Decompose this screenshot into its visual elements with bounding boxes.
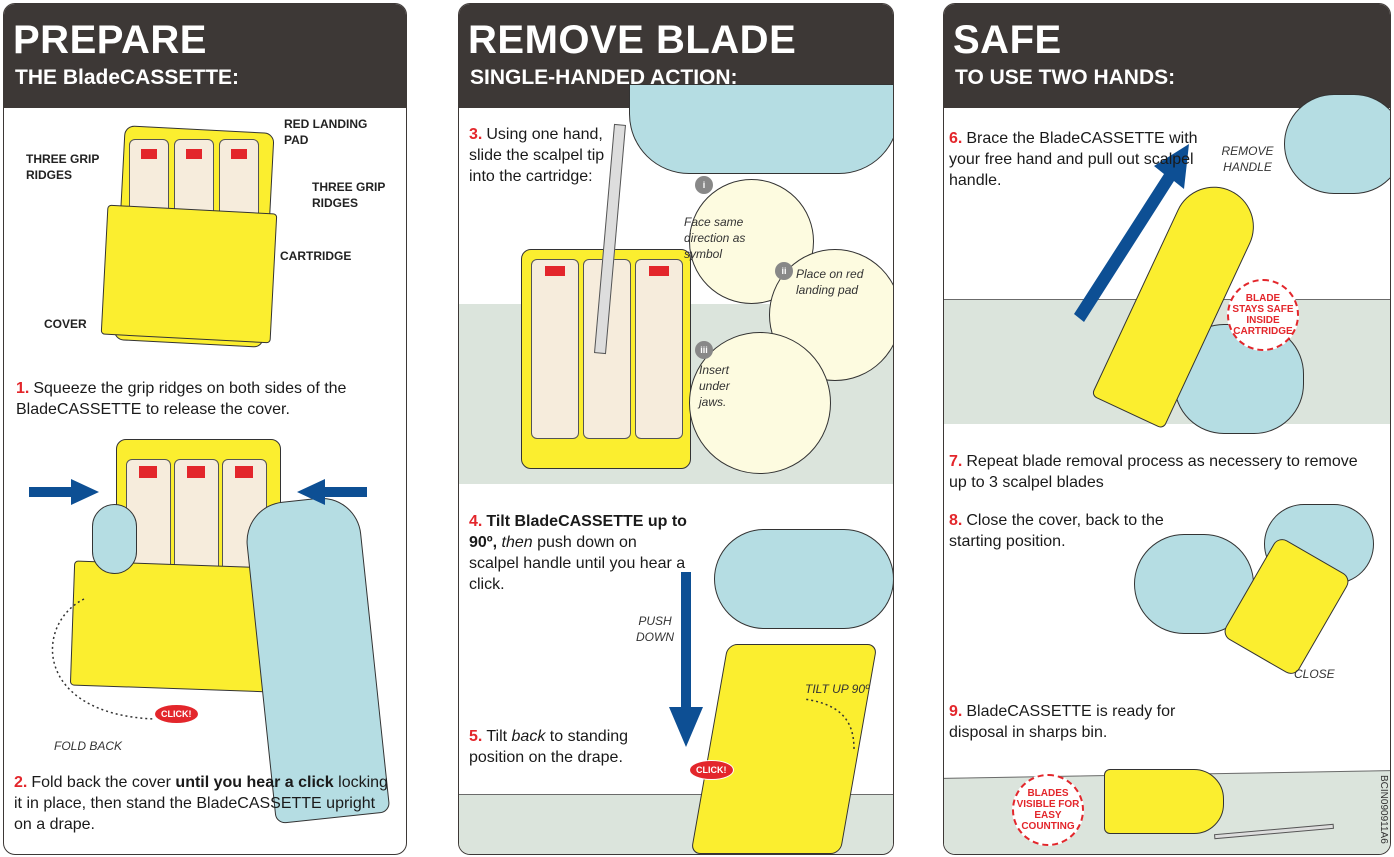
step-number: 8. — [949, 512, 963, 529]
step-number: 7. — [949, 453, 963, 470]
click-badge: CLICK! — [154, 704, 199, 724]
panel-subtitle: THE BladeCASSETTE: — [15, 66, 240, 89]
label-push-down: PUSH DOWN — [636, 614, 674, 644]
panel-title: PREPARE — [13, 18, 207, 62]
step-text: BladeCASSETTE is ready for disposal in s… — [949, 703, 1176, 741]
step-text: Squeeze the grip ridges on both sides of… — [16, 380, 347, 418]
label-fold-back: FOLD BACK — [54, 739, 123, 753]
panel-subtitle: TO USE TWO HANDS: — [955, 66, 1176, 89]
label-cartridge: CARTRIDGE — [280, 249, 352, 263]
step-1: 1.Squeeze the grip ridges on both sides … — [16, 378, 386, 420]
arrow-down-icon — [669, 572, 703, 752]
step-number: 6. — [949, 130, 963, 147]
label-grip-left: THREE GRIP RIDGES — [26, 152, 100, 182]
step-5: 5.Tilt back to standing position on the … — [469, 726, 669, 768]
step-2: 2.Fold back the cover until you hear a c… — [14, 772, 394, 835]
arrow-right-icon — [29, 479, 99, 505]
callout-text: Place on red landing pad — [796, 267, 864, 297]
panel-remove-blade: REMOVE BLADE SINGLE-HANDED ACTION: 3.Usi… — [458, 3, 894, 855]
step-number: 4. — [469, 513, 483, 530]
document-code: BCIN090911A6 — [1378, 775, 1389, 844]
step-number: 9. — [949, 703, 963, 720]
label-cover: COVER — [44, 317, 87, 331]
arrow-left-icon — [297, 479, 367, 505]
panel-prepare: PREPARE THE BladeCASSETTE: THREE GRIP RI… — [3, 3, 407, 855]
disposal-cassette — [1104, 769, 1224, 834]
callout-text: Face same direction as symbol — [684, 215, 746, 261]
arrow-up-icon — [1074, 144, 1194, 329]
step-text: locking it in place, then stand the Blad… — [14, 774, 388, 833]
label-red-pad: RED LANDING PAD — [284, 117, 368, 147]
step-6: 6.Brace the BladeCASSETTE with your free… — [949, 128, 1199, 191]
step-3: 3.Using one hand, slide the scalpel tip … — [469, 124, 629, 187]
click-badge: CLICK! — [689, 760, 734, 780]
step-text: Brace the BladeCASSETTE with your free h… — [949, 130, 1198, 189]
tilt-arrow-icon — [803, 698, 855, 750]
step-text-bold: Tilt BladeCASSETTE up to 90º, — [469, 513, 687, 551]
callout-number: ii — [775, 262, 793, 280]
step-number: 1. — [16, 380, 30, 397]
callout-text: Insert under jaws. — [699, 363, 730, 409]
step-text: to standing position on the drape. — [469, 728, 629, 766]
callout-iii — [689, 332, 831, 474]
step-4: 4.Tilt BladeCASSETTE up to 90º, then pus… — [469, 511, 689, 595]
panel-title: REMOVE BLADE — [468, 18, 797, 62]
step-text: Tilt — [486, 728, 512, 745]
label-close: CLOSE — [1294, 667, 1335, 681]
step-text: Using one hand, slide the scalpel tip in… — [469, 126, 605, 185]
panel-header: SAFE TO USE TWO HANDS: — [944, 4, 1390, 108]
glove-illustration — [1284, 94, 1390, 194]
fold-back-arrow-icon — [51, 598, 155, 720]
step-9: 9.BladeCASSETTE is ready for disposal in… — [949, 701, 1209, 743]
panel-subtitle: SINGLE-HANDED ACTION: — [470, 66, 738, 89]
panel-header: PREPARE THE BladeCASSETTE: — [4, 4, 406, 108]
step-text-italic: then — [497, 534, 533, 551]
label-tilt-up: TILT UP 90º — [805, 682, 870, 696]
label-remove-handle: REMOVE HANDLE — [1221, 144, 1274, 174]
callout-number: i — [695, 176, 713, 194]
step-8: 8.Close the cover, back to the starting … — [949, 510, 1199, 552]
step-number: 3. — [469, 126, 483, 143]
step-text-italic: back — [511, 728, 546, 745]
step-number: 5. — [469, 728, 483, 745]
step-text: Close the cover, back to the starting po… — [949, 512, 1164, 550]
glove-illustration — [714, 529, 893, 629]
label-grip-right: THREE GRIP RIDGES — [312, 180, 386, 210]
step-text-bold: until you hear a click — [175, 774, 334, 791]
step-text: Fold back the cover — [31, 774, 176, 791]
blade-safe-badge: BLADE STAYS SAFE INSIDE CARTRIDGE — [1227, 279, 1299, 351]
step-number: 2. — [14, 774, 28, 791]
callout-number: iii — [695, 341, 713, 359]
panel-safe: SAFE TO USE TWO HANDS: 6.Brace the Blade… — [943, 3, 1391, 855]
step-7: 7.Repeat blade removal process as necess… — [949, 451, 1369, 493]
glove-illustration — [629, 84, 893, 174]
step-text: push down on scalpel handle until you he… — [469, 534, 686, 593]
blades-visible-badge: BLADES VISIBLE FOR EASY COUNTING — [1012, 774, 1084, 846]
step-text: Repeat blade removal process as necesser… — [949, 453, 1358, 491]
panel-title: SAFE — [953, 18, 1062, 62]
